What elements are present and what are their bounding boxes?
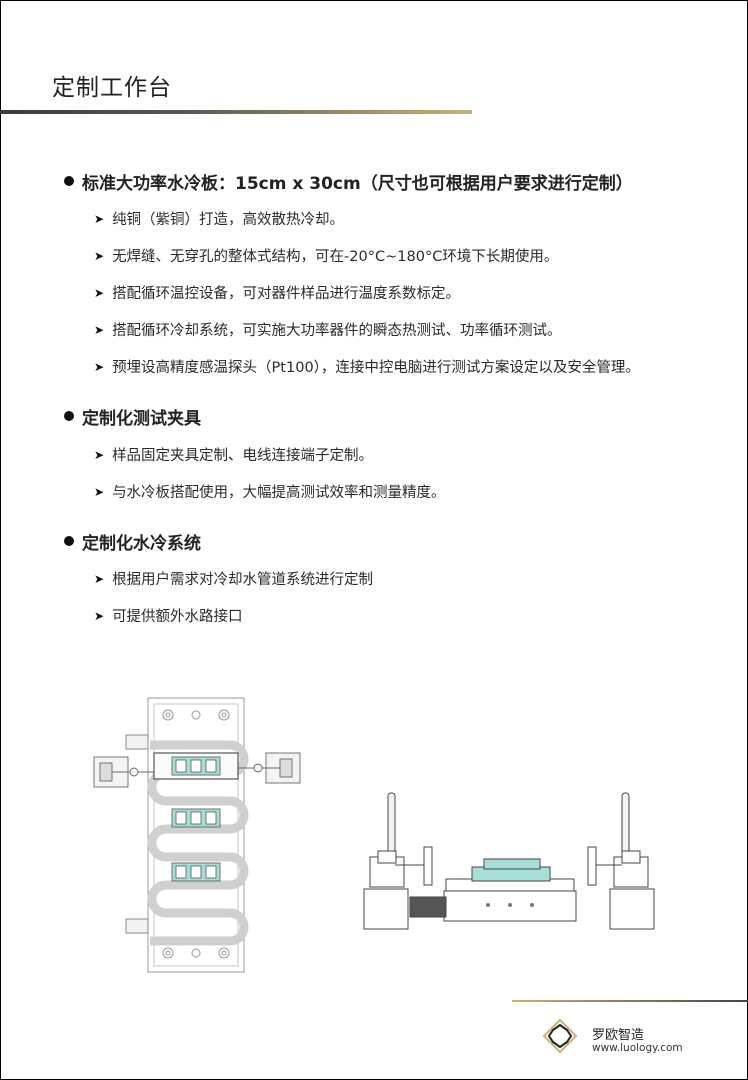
arrow-bullet-icon: ➤ bbox=[94, 608, 105, 623]
list-item: ➤ 样品固定夹具定制、电线连接端子定制。 bbox=[94, 436, 446, 473]
arrow-bullet-icon: ➤ bbox=[94, 484, 105, 499]
arrow-bullet-icon: ➤ bbox=[94, 322, 105, 337]
bullet-icon bbox=[64, 411, 74, 421]
list-item-text: 无焊缝、无穿孔的整体式结构，可在-20°C~180°C环境下长期使用。 bbox=[112, 249, 559, 265]
section-cold-plate: 标准大功率水冷板：15cm x 30cm（尺寸也可根据用户要求进行定制） ➤ 纯铜… bbox=[64, 168, 640, 385]
list-item-text: 可提供额外水路接口 bbox=[112, 609, 243, 625]
arrow-bullet-icon: ➤ bbox=[94, 211, 105, 226]
footer-divider bbox=[512, 1000, 748, 1002]
section-heading: 定制化测试夹具 bbox=[64, 403, 446, 429]
arrow-bullet-icon: ➤ bbox=[94, 359, 105, 374]
section-heading-text: 标准大功率水冷板：15cm x 30cm（尺寸也可根据用户要求进行定制） bbox=[82, 173, 633, 194]
bullet-icon bbox=[64, 176, 74, 186]
list-item: ➤ 纯铜（紫铜）打造，高效散热冷却。 bbox=[94, 200, 640, 237]
list-item-text: 搭配循环温控设备，可对器件样品进行温度系数标定。 bbox=[112, 286, 461, 302]
list-item-text: 搭配循环冷却系统，可实施大功率器件的瞬态热测试、功率循环测试。 bbox=[112, 323, 562, 339]
list-item-text: 纯铜（紫铜）打造，高效散热冷却。 bbox=[112, 212, 345, 228]
section-test-fixture: 定制化测试夹具 ➤ 样品固定夹具定制、电线连接端子定制。 ➤ 与水冷板搭配使用，大幅… bbox=[64, 403, 446, 510]
list-item: ➤ 根据用户需求对冷却水管道系统进行定制 bbox=[94, 560, 373, 597]
list-item-text: 预埋设高精度感温探头（Pt100），连接中控电脑进行测试方案设定以及安全管理。 bbox=[112, 360, 640, 376]
section-heading: 标准大功率水冷板：15cm x 30cm（尺寸也可根据用户要求进行定制） bbox=[64, 168, 640, 194]
list-item: ➤ 可提供额外水路接口 bbox=[94, 597, 373, 634]
arrow-bullet-icon: ➤ bbox=[94, 571, 105, 586]
list-item-text: 根据用户需求对冷却水管道系统进行定制 bbox=[112, 572, 374, 588]
page-title: 定制工作台 bbox=[52, 75, 172, 101]
list-item: ➤ 预埋设高精度感温探头（Pt100），连接中控电脑进行测试方案设定以及安全管理。 bbox=[94, 348, 640, 385]
list-item: ➤ 搭配循环温控设备，可对器件样品进行温度系数标定。 bbox=[94, 274, 640, 311]
brand-name: 罗欧智造 bbox=[592, 1028, 645, 1043]
arrow-bullet-icon: ➤ bbox=[94, 447, 105, 462]
cold-plate-top-view-drawing bbox=[93, 697, 301, 973]
list-item: ➤ 搭配循环冷却系统，可实施大功率器件的瞬态热测试、功率循环测试。 bbox=[94, 311, 640, 348]
section-heading-text: 定制化测试夹具 bbox=[82, 408, 201, 429]
title-divider bbox=[0, 110, 472, 114]
section-cooling-system: 定制化水冷系统 ➤ 根据用户需求对冷却水管道系统进行定制 ➤ 可提供额外水路接口 bbox=[64, 528, 373, 634]
bullet-icon bbox=[64, 536, 74, 546]
list-item-text: 与水冷板搭配使用，大幅提高测试效率和测量精度。 bbox=[112, 485, 446, 501]
list-item: ➤ 与水冷板搭配使用，大幅提高测试效率和测量精度。 bbox=[94, 473, 446, 510]
section-heading: 定制化水冷系统 bbox=[64, 528, 373, 554]
list-item-text: 样品固定夹具定制、电线连接端子定制。 bbox=[112, 448, 374, 464]
arrow-bullet-icon: ➤ bbox=[94, 285, 105, 300]
brand-logo-icon bbox=[542, 1018, 578, 1054]
brand-url: www.luology.com bbox=[592, 1042, 683, 1054]
section-heading-text: 定制化水冷系统 bbox=[82, 533, 201, 554]
list-item: ➤ 无焊缝、无穿孔的整体式结构，可在-20°C~180°C环境下长期使用。 bbox=[94, 237, 640, 274]
arrow-bullet-icon: ➤ bbox=[94, 248, 105, 263]
fixture-front-view-drawing bbox=[363, 792, 655, 930]
